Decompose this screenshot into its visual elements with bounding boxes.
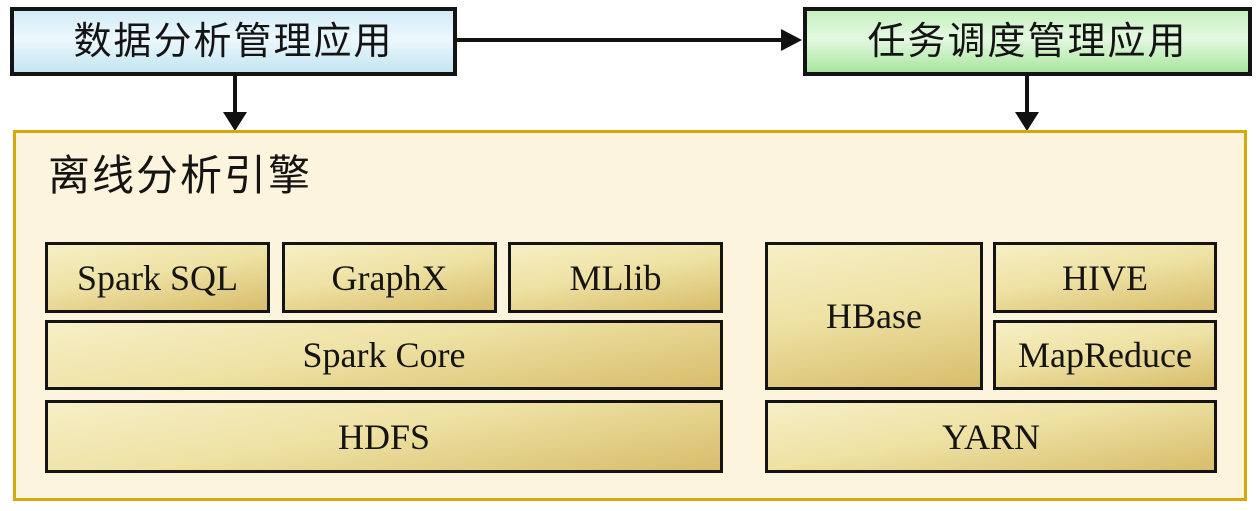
yarn-box: YARN (765, 400, 1217, 473)
graphx-label: GraphX (331, 257, 448, 298)
yarn-label: YARN (941, 416, 1040, 457)
task-scheduling-app-box: 任务调度管理应用 (803, 7, 1252, 76)
data-analysis-app-label: 数据分析管理应用 (73, 20, 394, 63)
offline-analysis-engine-container: 离线分析引擎 Spark SQL GraphX MLlib Spark Core… (13, 130, 1247, 501)
arrow-down-right-icon (1015, 112, 1039, 131)
spark-core-label: Spark Core (302, 335, 466, 375)
hdfs-box: HDFS (45, 400, 723, 473)
mllib-box: MLlib (508, 242, 723, 313)
mapreduce-label: MapReduce (1018, 335, 1192, 375)
hbase-box: HBase (765, 242, 983, 390)
arrow-right-stem (457, 38, 787, 42)
arrow-down-right-stem (1025, 76, 1029, 113)
data-analysis-app-box: 数据分析管理应用 (10, 7, 457, 76)
mllib-label: MLlib (569, 257, 662, 298)
task-scheduling-app-label: 任务调度管理应用 (867, 20, 1188, 63)
engine-title: 离线分析引擎 (48, 154, 313, 200)
hive-label: HIVE (1062, 257, 1148, 298)
spark-core-box: Spark Core (45, 320, 723, 390)
spark-sql-label: Spark SQL (77, 257, 238, 298)
arrow-right-icon (781, 29, 802, 51)
arrow-down-left-icon (223, 112, 247, 131)
arrow-down-left-stem (233, 76, 237, 113)
graphx-box: GraphX (282, 242, 497, 313)
hdfs-label: HDFS (337, 416, 431, 457)
mapreduce-box: MapReduce (993, 320, 1217, 390)
hbase-label: HBase (826, 296, 922, 336)
spark-sql-box: Spark SQL (45, 242, 270, 313)
hive-box: HIVE (993, 242, 1217, 313)
